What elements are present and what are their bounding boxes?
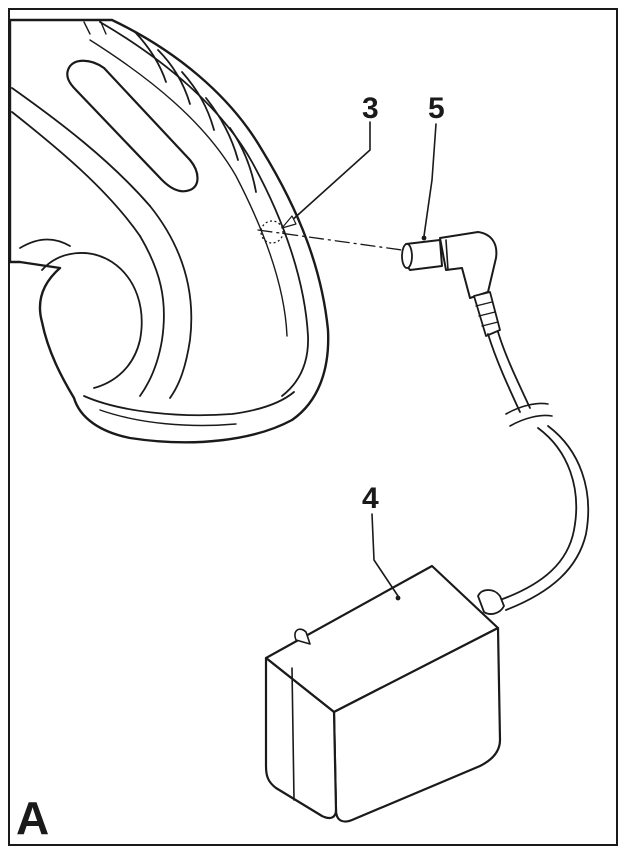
power-adapter [264,513,505,823]
callout-5: 5 [428,92,445,125]
device-handle [8,18,330,444]
callout-3-leader [289,121,371,223]
figure-frame [8,8,618,846]
alignment-line [257,229,403,251]
panel-letter: A [16,792,49,844]
port-marker [260,220,284,244]
callout-4: 4 [362,482,379,515]
callout-3: 3 [362,92,379,125]
cable [487,331,590,611]
dc-plug [401,123,501,337]
